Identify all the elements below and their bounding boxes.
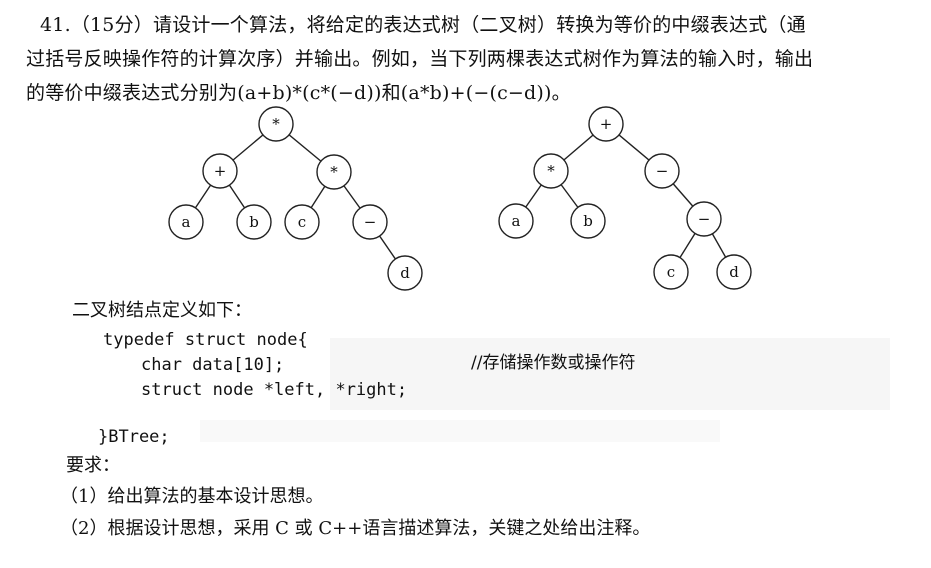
node-label: b (583, 212, 593, 230)
left-tree-node-minus: − (352, 204, 388, 240)
node-label: b (249, 213, 259, 231)
left-tree-node-c: c (284, 204, 320, 240)
code-comment: //存储操作数或操作符 (471, 353, 636, 373)
node-label: * (272, 115, 280, 133)
node-label: c (667, 263, 675, 281)
left-tree-node-times: * (316, 154, 352, 190)
node-label: − (656, 162, 669, 180)
node-label: − (364, 213, 377, 231)
right-tree-node-b: b (570, 203, 606, 239)
left-tree-edges (185, 123, 406, 274)
scan-shading (330, 338, 890, 410)
right-tree-node-d: d (716, 254, 752, 290)
node-label: c (298, 213, 306, 231)
right-tree-node-minus: − (644, 153, 680, 189)
code-line-data-field: char data[10]; (141, 355, 285, 375)
requirement-2: （2）根据设计思想，采用 C 或 C++语言描述算法，关键之处给出注释。 (60, 518, 651, 539)
scan-shading (200, 420, 720, 442)
question-line-2: 过括号反映操作符的计算次序）并输出。例如，当下列两棵表达式树作为算法的输入时，输… (26, 48, 814, 70)
definition-heading: 二叉树结点定义如下： (72, 300, 252, 321)
right-tree-node-a: a (498, 203, 534, 239)
node-label: * (547, 162, 555, 180)
question-line-3: 的等价中缀表达式分别为(a+b)*(c*(−d))和(a*b)+(−(c−d))… (26, 82, 571, 104)
right-tree-node-times: * (533, 153, 569, 189)
requirement-1: （1）给出算法的基本设计思想。 (60, 486, 324, 507)
left-tree-node-b: b (236, 204, 272, 240)
requirements-heading: 要求： (66, 455, 120, 476)
left-tree-root-node: * (258, 106, 294, 142)
node-label: − (698, 210, 711, 228)
code-line-pointers: struct node *left, *right; (141, 380, 408, 400)
question-line-1: 41.（15分）请设计一个算法，将给定的表达式树（二叉树）转换为等价的中缀表达式… (40, 14, 806, 36)
node-label: + (214, 162, 227, 180)
node-label: + (600, 115, 613, 133)
node-label: a (512, 212, 521, 230)
right-tree-node-minus-inner: − (686, 201, 722, 237)
right-tree-root-node: + (588, 106, 624, 142)
right-tree-node-c: c (653, 254, 689, 290)
node-label: a (182, 213, 191, 231)
code-line-typedef: typedef struct node{ (103, 330, 308, 350)
node-label: d (729, 263, 739, 281)
left-tree-node-plus: + (202, 153, 238, 189)
left-tree-node-d: d (387, 255, 423, 291)
node-label: * (330, 163, 338, 181)
left-tree-node-a: a (168, 204, 204, 240)
right-tree-edges (515, 123, 735, 273)
node-label: d (400, 264, 410, 282)
code-line-close: }BTree; (98, 427, 170, 447)
